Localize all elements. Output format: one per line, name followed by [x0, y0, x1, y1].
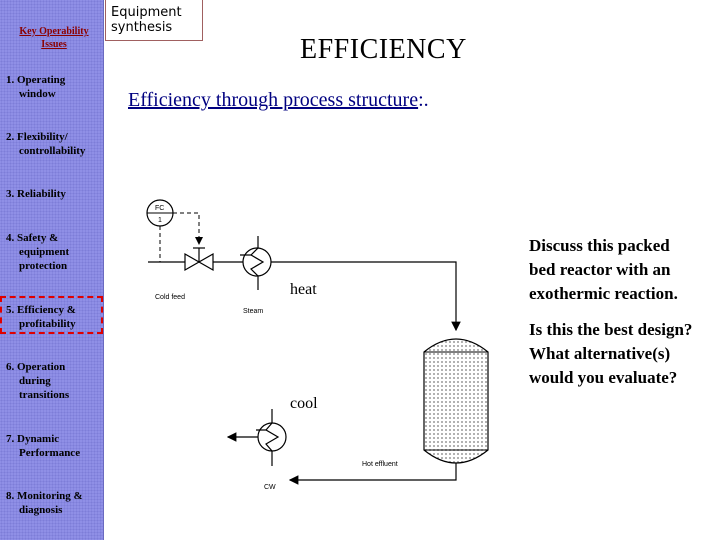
sidebar-active-highlight [0, 296, 103, 334]
sidebar-item-label: Reliability [17, 188, 66, 200]
sidebar-item-label-2: Performance [19, 447, 81, 459]
sidebar-item-label: Dynamic [17, 433, 60, 445]
sidebar-item-num: 8. [6, 490, 15, 502]
sidebar-item-efficiency[interactable]: 5. Efficiency & profitability [6, 303, 102, 331]
sidebar-item-dynamic-performance[interactable]: 7. Dynamic Performance [6, 432, 102, 460]
heat-label: heat [290, 281, 317, 298]
control-signal-line [173, 212, 203, 245]
sidebar-item-num: 1. [6, 74, 15, 86]
slide-subtitle: Efficiency through process structure:. [128, 89, 429, 112]
sidebar-item-operation-transitions[interactable]: 6. Operation during transitions [6, 360, 102, 402]
sidebar-title: Key Operability Issues [19, 26, 89, 50]
sidebar-item-label: Monitoring & [17, 490, 83, 502]
discussion-q1: Discuss this packed bed reactor with an … [529, 236, 678, 303]
discussion-questions: Discuss this packed bed reactor with an … [529, 234, 699, 390]
cw-label: CW [264, 484, 276, 491]
sidebar-item-num: 2. [6, 131, 15, 143]
sidebar-item-label-2: controllability [19, 145, 86, 157]
sidebar-item-flexibility[interactable]: 2. Flexibility/ controllability [6, 130, 102, 158]
hot-effluent-label: Hot effluent [362, 461, 398, 468]
control-valve-icon [184, 247, 214, 272]
sidebar-item-safety[interactable]: 4. Safety & equipment protection [6, 231, 102, 273]
subtitle-rest: :. [418, 89, 429, 111]
sidebar-item-num: 4. [6, 232, 15, 244]
sidebar-item-label-2: equipment protection [19, 246, 70, 272]
sidebar-item-label: Safety & [17, 232, 59, 244]
sidebar-item-num: 3. [6, 188, 15, 200]
sidebar-item-label: Efficiency & [17, 304, 76, 316]
sidebar-item-label: Operating [17, 74, 66, 86]
cool-label: cool [290, 395, 318, 412]
sidebar-item-reliability[interactable]: 3. Reliability [6, 187, 102, 201]
packed-bed-reactor-icon [423, 338, 489, 464]
steam-label: Steam [243, 308, 263, 315]
cold-feed-label: Cold feed [155, 294, 185, 301]
subtitle-underlined: Efficiency through process structure [128, 89, 419, 111]
sidebar-item-label-2: window [19, 88, 56, 100]
sidebar-item-label-2: profitability [19, 318, 76, 330]
sidebar-item-monitoring[interactable]: 8. Monitoring & diagnosis [6, 489, 102, 517]
sidebar-item-label: Operation [17, 361, 66, 373]
effluent-pipe [288, 463, 457, 485]
equipment-synthesis-tab[interactable]: Equipment synthesis [105, 0, 203, 41]
sidebar-item-num: 6. [6, 361, 15, 373]
sidebar-item-num: 7. [6, 433, 15, 445]
fc-label: FC [155, 205, 164, 212]
heated-feed-pipe [271, 261, 461, 332]
sidebar [0, 0, 104, 540]
slide-title: EFFICIENCY [300, 34, 467, 65]
heater-exchanger-icon [240, 236, 272, 290]
sidebar-item-label-2: diagnosis [19, 504, 63, 516]
cooler-exchanger-icon [256, 409, 287, 466]
discussion-q2: Is this the best design? What alternativ… [529, 320, 693, 387]
sidebar-item-label: Flexibility/ [17, 131, 68, 143]
fc-number: 1 [158, 217, 162, 224]
sidebar-item-label-2: during transitions [19, 375, 70, 401]
sidebar-item-operating-window[interactable]: 1. Operating window [6, 73, 102, 101]
sidebar-item-num: 5. [6, 304, 15, 316]
